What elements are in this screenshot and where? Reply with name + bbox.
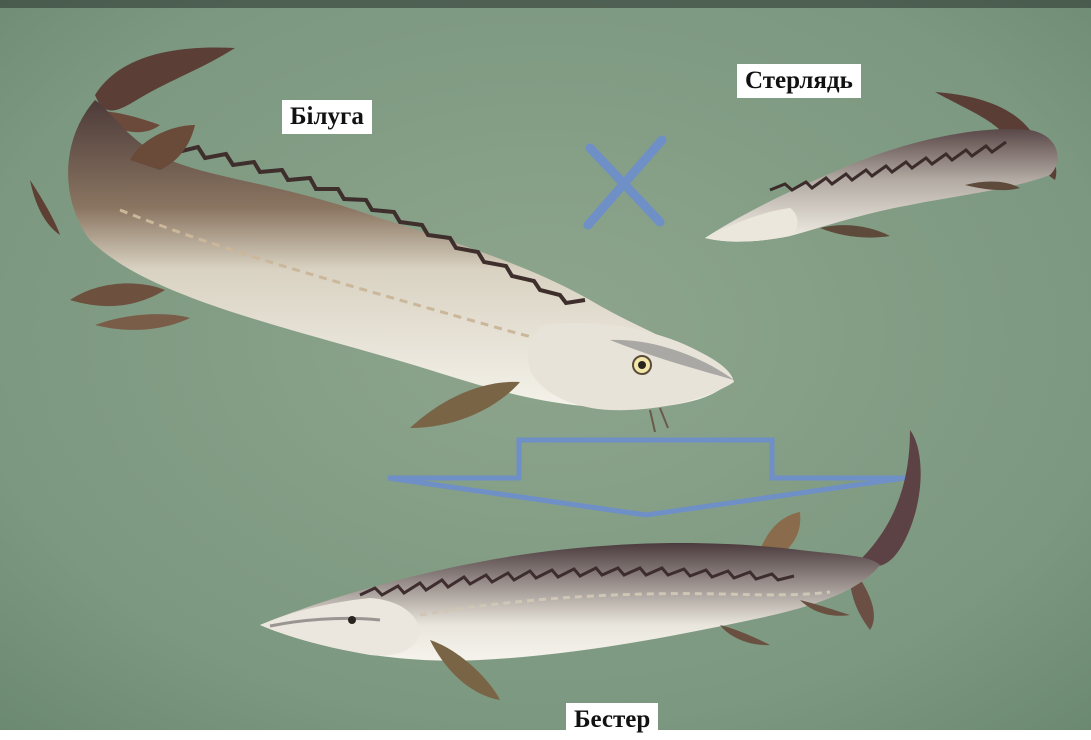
slide-bottom-edge: [0, 730, 1091, 740]
label-beluga: Білуга: [282, 100, 372, 134]
label-sterlet: Стерлядь: [737, 64, 861, 98]
slide-top-edge: [0, 0, 1091, 8]
label-bester: Бестер: [566, 703, 658, 737]
